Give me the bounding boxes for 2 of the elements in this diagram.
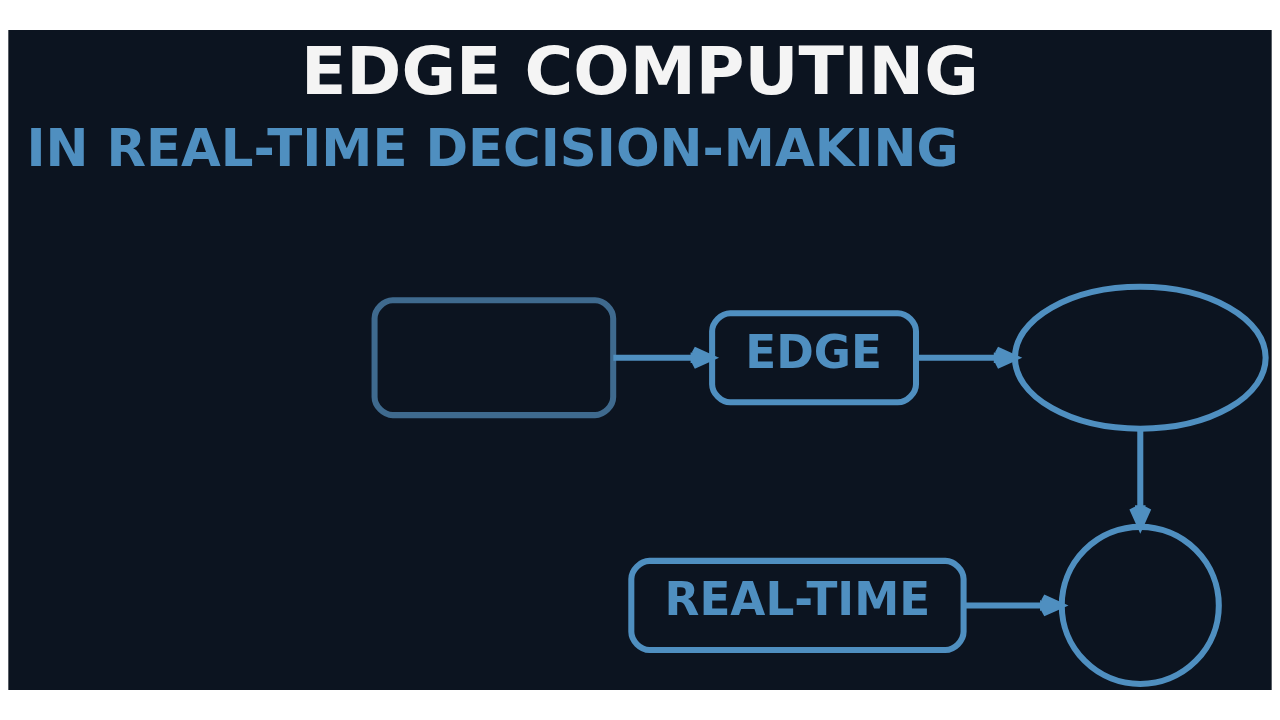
diagram-title: EDGE COMPUTING <box>300 31 979 110</box>
label: IN REAL-TIME DECISION-MAKING <box>26 118 959 179</box>
